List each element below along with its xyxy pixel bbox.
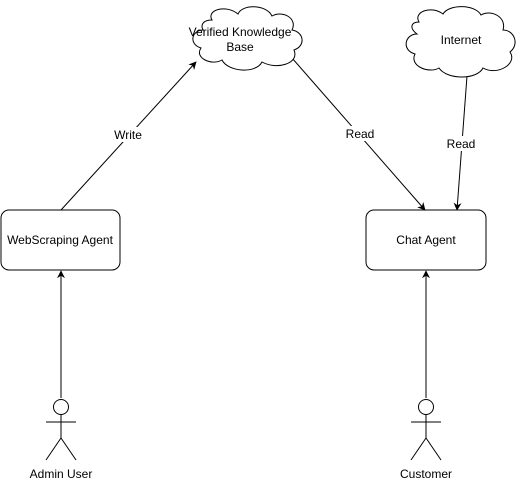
admin-user-label: Admin User [30,467,93,481]
internet-label: Internet [441,33,482,47]
cloud-icon [192,6,303,71]
edge-write[interactable]: Write [60,61,197,211]
knowledge-base-cloud[interactable]: Verified Knowledge Base [189,6,303,71]
edge-read-knowledge-base[interactable]: Read [291,57,426,211]
webscraping-agent-box[interactable]: WebScraping Agent [0,209,121,271]
internet-cloud[interactable]: Internet [405,6,516,78]
knowledge-base-label-line2: Base [226,40,254,54]
cloud-icon [405,6,516,78]
webscraping-agent-label: WebScraping Agent [7,233,114,247]
edge-read-knowledge-base-label: Read [346,127,375,141]
admin-user-actor[interactable]: Admin User [30,399,93,482]
chat-agent-label: Chat Agent [396,233,456,247]
edge-read-internet-label: Read [447,137,476,151]
stick-figure-icon [45,399,77,461]
knowledge-base-label-line1: Verified Knowledge [189,25,292,39]
edge-write-label: Write [114,128,142,142]
customer-label: Customer [400,467,452,481]
customer-actor[interactable]: Customer [400,399,452,482]
chat-agent-box[interactable]: Chat Agent [365,209,487,271]
edge-read-internet[interactable]: Read [445,75,477,211]
stick-figure-icon [410,399,442,461]
